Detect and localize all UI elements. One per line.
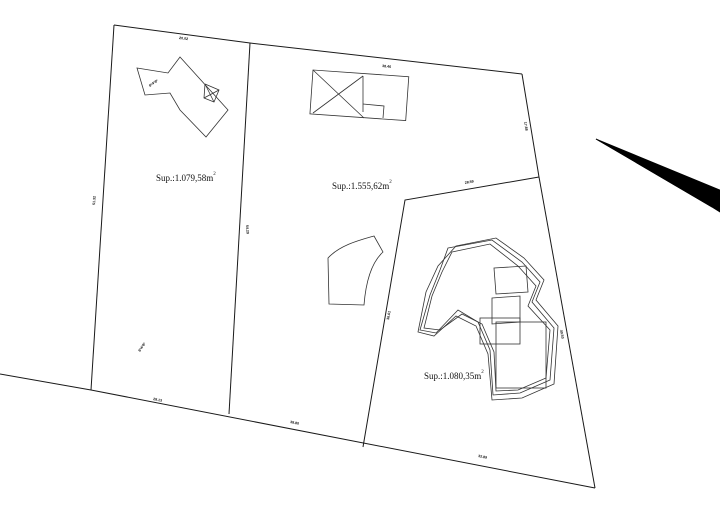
divider-left-middle [228, 42, 251, 415]
dim-inner-top: 28.59 [464, 179, 474, 185]
dim-small-note: 8*4*8* [138, 341, 147, 352]
dim-house-left: 8*4*8* [148, 78, 159, 87]
dim-left-side: 51.32 [92, 196, 97, 205]
dim-right-upper: 17.88 [523, 121, 529, 131]
dim-mid-divider: 54.29 [245, 225, 250, 234]
boundary-right-upper [521, 73, 540, 178]
building-left-l [136, 56, 229, 138]
boundary-left-bottom [0, 373, 596, 489]
building-middle-annex [362, 103, 385, 119]
boundary-left [90, 24, 115, 391]
dim-right-lower: 49.53 [559, 329, 565, 339]
boundary-right-lower [538, 176, 596, 489]
shape-middle-curved [327, 235, 384, 306]
dim-bottom-right: 32.89 [478, 454, 488, 460]
building-right-complex [417, 237, 559, 401]
building-middle-rect [309, 69, 410, 122]
boundary-top [113, 24, 523, 75]
area-label-left: Sup.:1.079,58m2 [156, 172, 216, 183]
building-middle-x2 [312, 75, 364, 114]
dim-inner-left: 36.61 [386, 311, 392, 321]
area-label-middle: Sup.:1.555,62m2 [332, 180, 392, 191]
dim-top-left: 20.02 [179, 36, 188, 41]
building-left-x2 [203, 89, 220, 99]
divider-right-plot [362, 176, 540, 448]
building-left-x1 [204, 83, 215, 103]
area-label-right: Sup.:1.080,35m2 [424, 370, 484, 381]
dim-bottom-left: 28.13 [153, 397, 163, 403]
dim-bottom-middle: 38.80 [290, 420, 300, 426]
dim-top-middle: 38.46 [382, 64, 391, 69]
